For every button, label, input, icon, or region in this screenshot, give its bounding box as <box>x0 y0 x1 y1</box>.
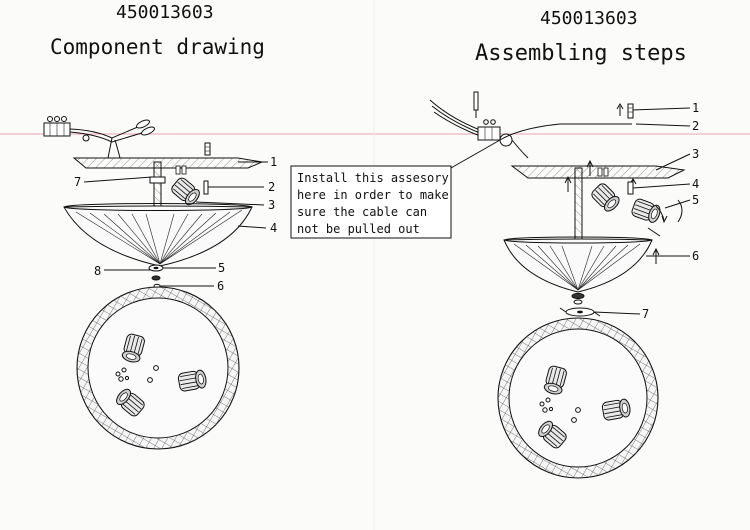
right-wiring <box>429 91 632 159</box>
svg-text:4: 4 <box>270 221 277 235</box>
svg-text:5: 5 <box>218 261 225 275</box>
right-title: Assembling steps <box>475 41 687 66</box>
left-callout-labels: 1 2 3 4 5 6 7 8 <box>74 155 277 293</box>
svg-text:7: 7 <box>74 175 81 189</box>
svg-text:2: 2 <box>692 119 699 133</box>
svg-text:3: 3 <box>692 147 699 161</box>
svg-text:not be pulled out: not be pulled out <box>297 222 420 236</box>
svg-text:1: 1 <box>270 155 277 169</box>
svg-text:6: 6 <box>692 249 699 263</box>
right-finial-parts <box>559 292 601 317</box>
left-title: Component drawing <box>50 35 265 59</box>
svg-text:6: 6 <box>217 279 224 293</box>
svg-text:2: 2 <box>268 180 275 194</box>
right-leader-lines <box>593 107 691 315</box>
svg-text:5: 5 <box>692 193 699 207</box>
svg-text:8: 8 <box>94 264 101 278</box>
left-finial-parts <box>148 264 164 289</box>
right-code: 450013603 <box>540 8 638 29</box>
right-bulb-insert <box>630 197 683 237</box>
left-screw-2 <box>203 180 209 195</box>
svg-text:3: 3 <box>268 198 275 212</box>
left-screw-small <box>204 142 211 156</box>
svg-text:1: 1 <box>692 101 699 115</box>
svg-text:here in order to make: here in order to make <box>297 188 449 202</box>
right-bottom-view <box>497 317 659 479</box>
left-ceiling-plate <box>72 157 264 169</box>
svg-text:Install this assesory: Install this assesory <box>297 171 449 185</box>
svg-text:7: 7 <box>642 307 649 321</box>
right-callout-labels: 1 2 3 4 5 6 7 <box>642 101 699 321</box>
right-mounting-screw <box>616 103 637 195</box>
left-bulb <box>169 165 203 208</box>
right-glass-bowl <box>503 236 660 293</box>
right-bulb-holder <box>589 167 623 215</box>
left-code: 450013603 <box>116 2 214 23</box>
svg-text:4: 4 <box>692 177 699 191</box>
left-bottom-view <box>76 286 240 450</box>
note-box: Install this assesory here in order to m… <box>290 139 501 239</box>
left-wiring <box>43 116 155 159</box>
svg-text:sure the cable can: sure the cable can <box>297 205 427 219</box>
left-glass-bowl <box>63 203 253 267</box>
left-leader-lines <box>83 161 268 287</box>
